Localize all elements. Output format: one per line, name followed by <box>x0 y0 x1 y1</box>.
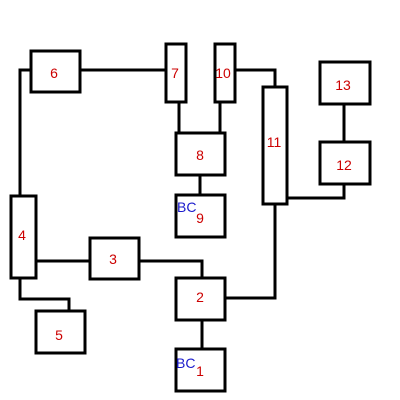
node-box-8 <box>174 131 227 177</box>
node-box-4 <box>9 194 38 280</box>
node-label-9: 9 <box>196 210 204 226</box>
node-6: 6 <box>29 49 82 94</box>
node-box-6 <box>29 49 82 94</box>
node-label-5: 5 <box>55 327 63 343</box>
node-8: 8 <box>174 131 227 177</box>
node-12: 12 <box>318 140 372 186</box>
node-13: 13 <box>318 60 372 106</box>
node-box-5 <box>34 309 87 355</box>
node-10: 10 <box>213 42 237 104</box>
node-label-1: 1 <box>196 363 204 379</box>
node-box-2 <box>174 276 227 322</box>
connection-11-12 <box>287 184 346 200</box>
node-7: 7 <box>164 42 188 104</box>
node-box-7 <box>164 42 188 104</box>
node-2: 2 <box>174 276 227 322</box>
connection-10-11 <box>235 68 277 87</box>
node-label-3: 3 <box>109 251 117 267</box>
node-box-10 <box>213 42 237 104</box>
node-5: 5 <box>34 309 87 355</box>
node-1: 1BC <box>174 347 227 393</box>
node-label-4: 4 <box>18 227 26 243</box>
node-box-11 <box>261 85 289 206</box>
node-label-8: 8 <box>196 147 204 163</box>
node-label-10: 10 <box>215 65 231 81</box>
node-box-12 <box>318 140 372 186</box>
node-box-9 <box>174 193 227 239</box>
node-label-2: 2 <box>196 289 204 305</box>
connection-lines <box>18 68 346 349</box>
connection-6-4 <box>18 68 31 196</box>
connection-2-11 <box>225 204 277 300</box>
node-9: 9BC <box>174 193 227 239</box>
node-box-3 <box>88 236 141 281</box>
node-tag-1: BC <box>176 355 195 371</box>
node-label-11: 11 <box>267 134 282 150</box>
node-label-6: 6 <box>50 65 58 81</box>
node-tag-9: BC <box>177 199 196 215</box>
node-4: 4 <box>9 194 38 280</box>
node-box-13 <box>318 60 372 106</box>
node-label-7: 7 <box>171 65 179 81</box>
node-box-1 <box>174 347 227 393</box>
node-label-13: 13 <box>335 77 351 93</box>
connection-3-2 <box>139 259 204 278</box>
node-label-12: 12 <box>336 157 352 173</box>
connection-4-5 <box>18 278 71 311</box>
node-3: 3 <box>88 236 141 281</box>
node-11: 11 <box>261 85 289 206</box>
